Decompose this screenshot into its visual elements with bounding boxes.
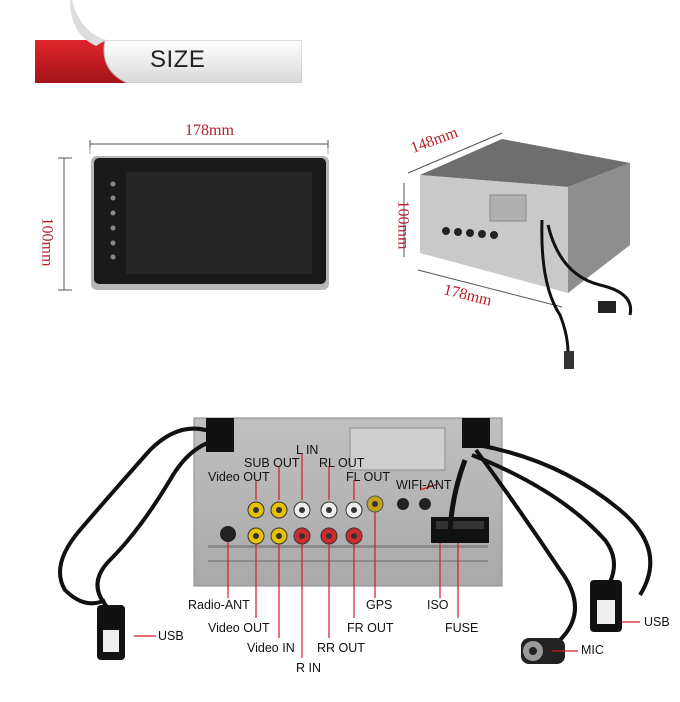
label-sub-out: SUB OUT xyxy=(244,456,300,470)
label-fl-out: FL OUT xyxy=(346,470,390,484)
label-video-in: Video IN xyxy=(247,641,295,655)
label-fuse: FUSE xyxy=(445,621,479,635)
rear-panel-diagram xyxy=(58,417,653,664)
label-video-out-top: Video OUT xyxy=(208,470,270,484)
label-usb-right: USB xyxy=(644,615,670,629)
perspective-view-diagram xyxy=(403,132,633,369)
label-wifi-ant: WIFI-ANT xyxy=(396,478,452,492)
banner-title: SIZE xyxy=(150,46,206,73)
label-rl-out: RL OUT xyxy=(319,456,365,470)
label-mic: MIC xyxy=(581,643,604,657)
label-rr-out: RR OUT xyxy=(317,641,365,655)
label-iso: ISO xyxy=(427,598,449,612)
label-video-out-bottom: Video OUT xyxy=(208,621,270,635)
label-radio-ant: Radio-ANT xyxy=(188,598,250,612)
front-view-diagram xyxy=(58,140,329,291)
label-usb-left: USB xyxy=(158,629,184,643)
label-l-in: L IN xyxy=(296,443,319,457)
front-width-label: 178mm xyxy=(185,122,234,139)
size-banner xyxy=(35,40,302,83)
label-fr-out: FR OUT xyxy=(347,621,394,635)
side-height-label: 100mm xyxy=(394,200,412,250)
banner-ribbon-curl xyxy=(70,0,106,46)
label-r-in: R IN xyxy=(296,661,321,675)
label-gps: GPS xyxy=(366,598,393,612)
front-height-label: 100mm xyxy=(38,217,56,267)
